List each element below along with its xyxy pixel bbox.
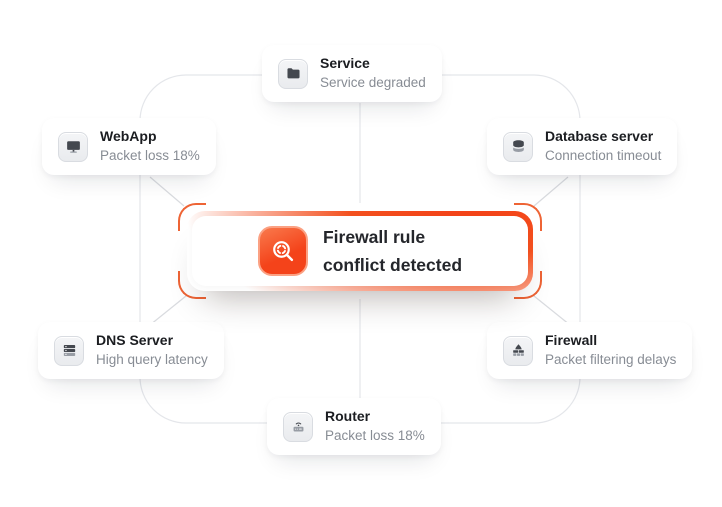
node-router[interactable]: Router Packet loss 18%	[267, 398, 441, 455]
alert-card: Firewall rule conflict detected	[192, 216, 528, 286]
node-status: Packet loss 18%	[100, 148, 200, 163]
bracket-corner-bottom-left	[178, 271, 206, 299]
alert-to-dns-connector	[149, 295, 187, 326]
bracket-corner-bottom-right	[514, 271, 542, 299]
node-label: Firewall	[545, 332, 598, 348]
node-status: Packet filtering delays	[545, 352, 677, 367]
monitor-icon	[58, 131, 88, 162]
node-label: Database server	[545, 128, 654, 144]
node-database[interactable]: Database server Connection timeout	[487, 118, 678, 175]
node-status: Packet loss 18%	[325, 428, 425, 443]
alert-title: Firewall rule conflict detected	[323, 223, 462, 279]
node-status: Connection timeout	[545, 148, 662, 163]
alert-title-line2: conflict detected	[322, 255, 463, 275]
firewall-icon	[503, 335, 533, 366]
alert-title-line1: Firewall rule	[322, 227, 426, 247]
router-icon	[283, 411, 313, 442]
node-label: Router	[325, 408, 371, 424]
node-dns[interactable]: DNS Server High query latency	[38, 322, 224, 379]
node-webapp[interactable]: WebApp Packet loss 18%	[42, 118, 216, 175]
node-label: Service	[320, 55, 370, 71]
bracket-corner-top-left	[178, 203, 206, 231]
database-to-alert-connector	[533, 176, 569, 207]
node-service[interactable]: Service Service degraded	[262, 45, 442, 102]
alert-to-firewall-connector	[533, 295, 571, 326]
bracket-corner-top-right	[514, 203, 542, 231]
node-firewall[interactable]: Firewall Packet filtering delays	[487, 322, 693, 379]
node-status: Service degraded	[320, 75, 426, 90]
database-icon	[503, 131, 533, 162]
webapp-to-alert-connector	[149, 176, 185, 207]
scan-search-icon	[257, 226, 308, 276]
node-status: High query latency	[96, 352, 208, 367]
node-label: WebApp	[100, 128, 157, 144]
alert-gradient-glow: Firewall rule conflict detected	[187, 211, 533, 291]
node-label: DNS Server	[96, 332, 174, 348]
firewall-alert[interactable]: Firewall rule conflict detected	[178, 203, 542, 299]
folder-icon	[278, 58, 308, 89]
rack-server-icon	[54, 335, 84, 366]
